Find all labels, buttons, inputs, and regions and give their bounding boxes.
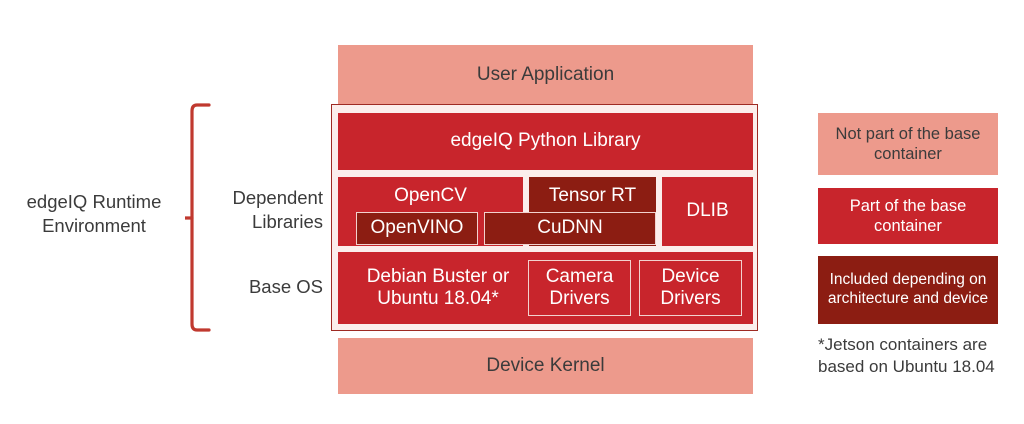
legend-item-part-of-base-container: Part of the base container (818, 188, 998, 244)
row-label-base-os: Base OS (248, 276, 323, 297)
block-cudnn-label: CuDNN (537, 217, 603, 239)
runtime-environment-label: edgeIQ Runtime Environment (26, 191, 162, 237)
legend-item-not-part-of-base-container-label: Not part of the base container (835, 124, 981, 163)
block-openvino: OpenVINO (356, 212, 478, 245)
layer-device-kernel-label: Device Kernel (486, 354, 605, 376)
block-edgeiq-python-library-label: edgeIQ Python Library (450, 130, 641, 152)
block-edgeiq-python-library: edgeIQ Python Library (338, 113, 753, 170)
block-tensor-rt-label: Tensor RT (548, 185, 637, 206)
block-cudnn: CuDNN (484, 212, 656, 245)
block-openvino-label: OpenVINO (370, 217, 464, 239)
legend-item-included-depending-on-architecture: Included depending on architecture and d… (818, 256, 998, 324)
bracket-icon (169, 103, 211, 332)
block-dlib-label: DLIB (686, 200, 729, 222)
legend-item-part-of-base-container-label: Part of the base container (849, 196, 967, 235)
legend-footnote: *Jetson containers are based on Ubuntu 1… (818, 335, 995, 377)
block-camera-drivers: Camera Drivers (528, 260, 631, 316)
block-base-os-label: Debian Buster or Ubuntu 18.04* (366, 265, 510, 309)
block-device-drivers-label: Device Drivers (660, 265, 721, 309)
layer-user-application-label: User Application (476, 63, 615, 85)
edgeiq-runtime-container: edgeIQ Python Library OpenCV Tensor RT D… (331, 104, 758, 331)
runtime-container-inner: edgeIQ Python Library OpenCV Tensor RT D… (338, 111, 753, 326)
block-device-drivers: Device Drivers (639, 260, 742, 316)
row-label-dependent-libraries: Dependent Libraries (232, 187, 323, 232)
layer-device-kernel: Device Kernel (338, 338, 753, 394)
legend-item-included-depending-on-architecture-label: Included depending on architecture and d… (827, 271, 989, 307)
block-opencv-label: OpenCV (394, 185, 467, 206)
layer-user-application: User Application (338, 45, 753, 105)
block-camera-drivers-label: Camera Drivers (545, 265, 614, 309)
block-dlib: DLIB (662, 177, 753, 246)
legend-item-not-part-of-base-container: Not part of the base container (818, 113, 998, 175)
runtime-bracket (169, 102, 219, 333)
